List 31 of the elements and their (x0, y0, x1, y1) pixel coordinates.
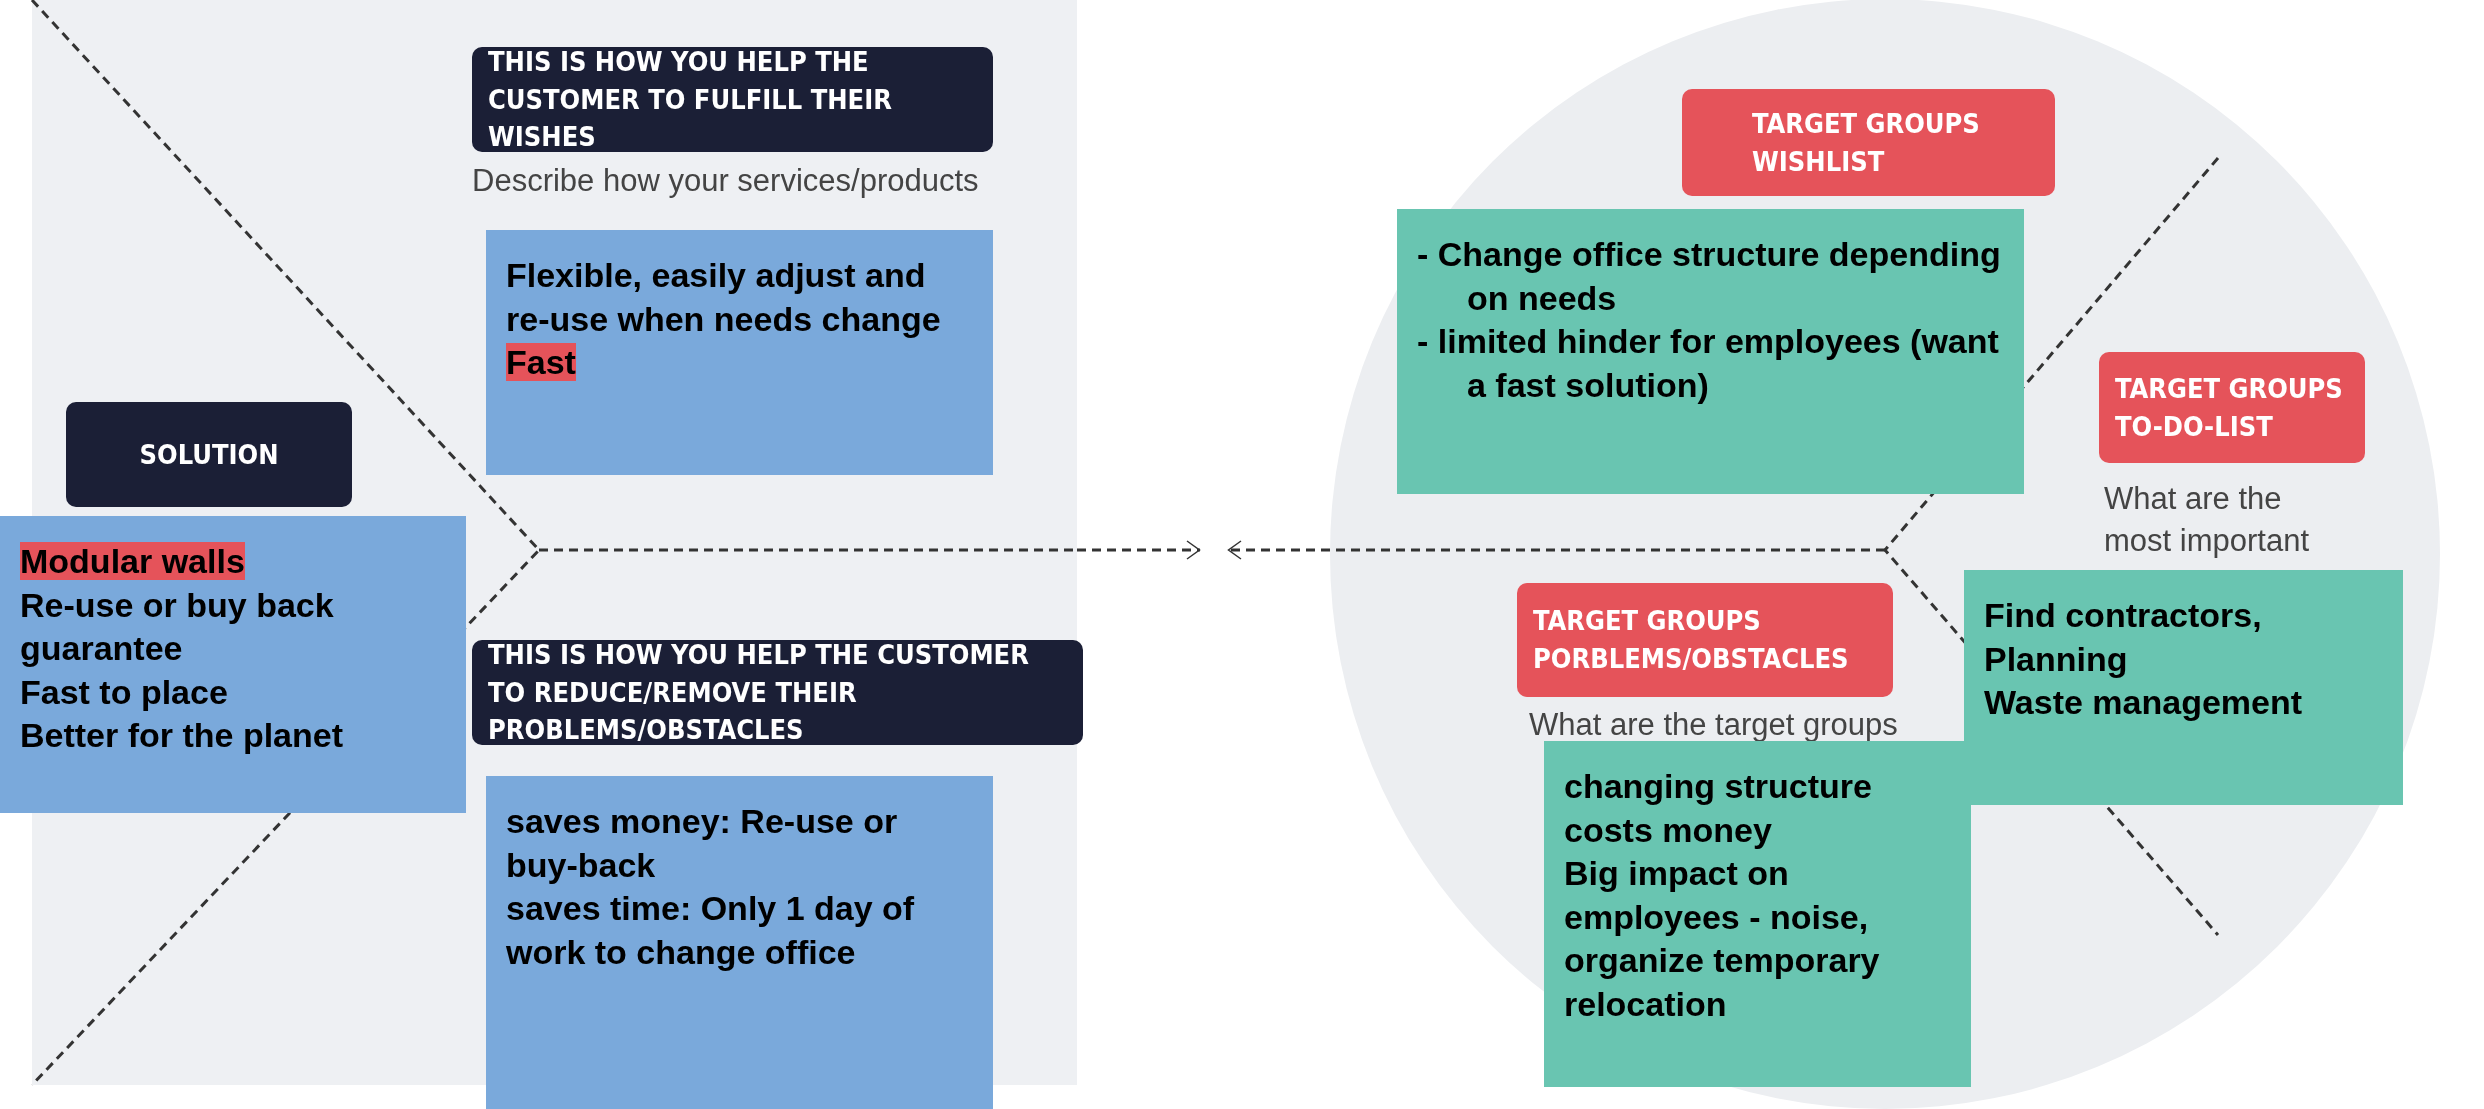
note-text: Waste management (1984, 682, 2304, 724)
description-text: What are the target groups (1529, 706, 1899, 744)
description-text: What are the most important (2104, 480, 2310, 560)
note-text: saves time: Only 1 day of work to change office (506, 888, 916, 973)
sticky-note (1397, 209, 2024, 494)
arrow (1077, 539, 1201, 561)
note-text: Planning (1984, 638, 2129, 680)
arrow (1227, 539, 1330, 561)
sticky-note (1544, 741, 1971, 1087)
note-text: Big impact on employees - noise, organize temporary relocation (1564, 853, 1881, 1025)
section-heading: THIS IS HOW YOU HELP THE CUSTOMER TO REDUCE/REMOVE THEIR PROBLEMS/OBSTACLES (472, 640, 1083, 745)
section-heading: THIS IS HOW YOU HELP THE CUSTOMER TO FULFILL THEIR WISHES (472, 47, 993, 152)
section-heading: TARGET GROUPS WISHLIST (1682, 89, 2055, 196)
sticky-note (486, 230, 993, 475)
note-text: Better for the planet (20, 715, 345, 757)
sticky-note (1964, 570, 2403, 805)
note-text: - Change office structure depending on needs (1417, 234, 2002, 319)
section-heading: TARGET GROUPS PORBLEMS/OBSTACLES (1517, 583, 1893, 697)
sticky-note (0, 516, 466, 813)
note-text: Fast to place (20, 671, 229, 713)
note-text: changing structure costs money (1564, 766, 1873, 851)
note-text: Find contractors, (1984, 595, 2263, 636)
note-text: Modular walls (20, 541, 246, 582)
note-text: Flexible, easily adjust and re-use when needs change (506, 255, 942, 340)
section-heading: TARGET GROUPS TO-DO-LIST (2099, 352, 2365, 463)
note-text: Fast (506, 342, 577, 384)
note-text: - limited hinder for employees (want a fast solution) (1417, 321, 2000, 406)
section-heading: SOLUTION (66, 402, 352, 507)
note-text: Re-use or buy back guarantee (20, 584, 335, 670)
sticky-note (486, 776, 993, 1109)
description-text: Describe how your services/products (472, 162, 980, 200)
